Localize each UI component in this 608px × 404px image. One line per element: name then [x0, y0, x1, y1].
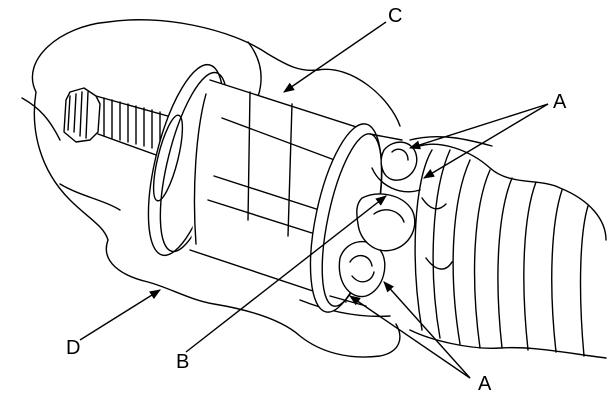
- shop-rag-outline: [31, 19, 493, 358]
- tripod-rollers: [338, 141, 421, 298]
- callout-label-c: C: [388, 5, 403, 27]
- leader-b: [185, 195, 387, 353]
- leader-c: [283, 21, 387, 93]
- leader-d: [79, 289, 161, 341]
- callout-label-a-upper: A: [553, 91, 567, 113]
- leader-a-lower-1: [349, 295, 471, 379]
- driveshaft-boot: [409, 143, 607, 359]
- leader-a-lower-2: [383, 281, 471, 379]
- spline-shaft: [63, 87, 183, 161]
- callout-label-d: D: [66, 337, 81, 359]
- callout-label-b: B: [176, 351, 190, 373]
- leader-a-upper-2: [423, 103, 549, 179]
- leader-a-upper-1: [408, 103, 549, 150]
- callout-label-a-lower: A: [478, 373, 492, 395]
